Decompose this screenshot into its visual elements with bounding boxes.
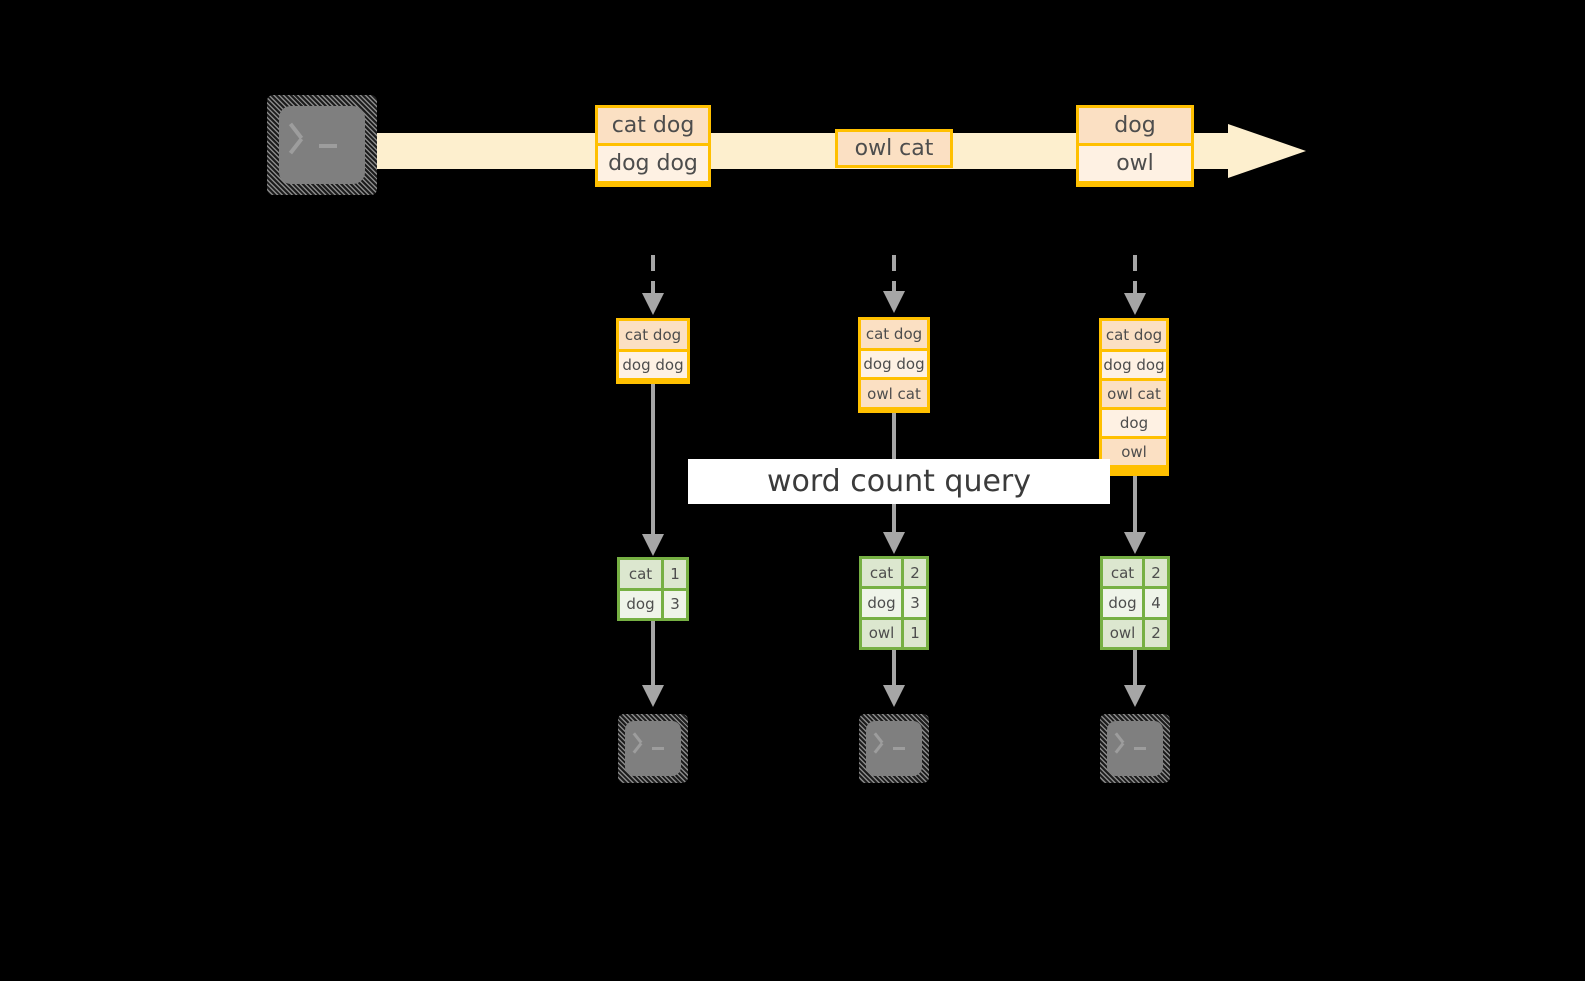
result-count-cell: 2 [1145,619,1167,647]
stream-to-snapshot-arrowhead [642,293,664,315]
result-table[interactable]: cat 1 dog 3 [617,557,689,621]
result-count-cell: 1 [904,619,926,647]
result-word-cell: owl [1103,619,1145,647]
stream-event-line: dog dog [598,143,708,181]
result-count-cell: 3 [904,589,926,617]
source-terminal[interactable] [267,95,377,195]
snapshot-to-result-arrowhead [1124,532,1146,554]
result-to-sink-connector [1133,650,1137,691]
result-table[interactable]: cat 2 dog 4 owl 2 [1100,556,1170,650]
result-word-cell: cat [862,559,904,587]
snapshot-row: dog [1102,407,1166,436]
stream-to-snapshot-arrowhead [1124,293,1146,315]
stream-event-line: owl [1079,143,1191,181]
result-count-cell: 3 [664,590,686,618]
query-label-band: word count query [688,459,1110,504]
stream-event-box[interactable]: dog owl [1076,105,1194,187]
result-row: cat 2 [862,559,926,587]
snapshot-row: cat dog [619,321,687,349]
snapshot-to-result-arrowhead [883,532,905,554]
snapshot-row: owl [1102,436,1166,465]
stream-event-line: dog [1079,108,1191,143]
query-label-text: word count query [766,464,1032,499]
result-row: owl 1 [862,616,926,647]
result-word-cell: dog [1103,589,1145,617]
stream-to-snapshot-connector [892,255,896,298]
result-word-cell: owl [862,619,904,647]
result-row: cat 1 [620,560,686,588]
snapshot-row: dog dog [861,348,927,377]
snapshot-to-result-connector [651,384,655,540]
sink-terminal[interactable] [618,714,688,783]
terminal-cursor-icon [893,747,905,750]
snapshot-table[interactable]: cat dog dog dog owl cat dog owl [1099,318,1169,476]
sink-terminal[interactable] [1100,714,1170,783]
snapshot-row: cat dog [1102,321,1166,349]
result-to-sink-arrowhead [1124,685,1146,707]
result-table[interactable]: cat 2 dog 3 owl 1 [859,556,929,650]
result-word-cell: cat [1103,559,1145,587]
result-count-cell: 1 [664,560,686,588]
snapshot-row: dog dog [619,349,687,378]
result-to-sink-arrowhead [642,685,664,707]
result-word-cell: cat [620,560,664,588]
result-row: dog 3 [620,587,686,618]
result-row: dog 3 [862,586,926,617]
result-word-cell: dog [620,590,664,618]
snapshot-row: cat dog [861,320,927,348]
result-count-cell: 4 [1145,589,1167,617]
stream-to-snapshot-connector [1133,255,1137,300]
stream-to-snapshot-connector [651,255,655,300]
snapshot-to-result-connector [1133,476,1137,540]
result-row: owl 2 [1103,616,1167,647]
result-count-cell: 2 [904,559,926,587]
snapshot-row: owl cat [861,377,927,407]
terminal-cursor-icon [1134,747,1146,750]
result-count-cell: 2 [1145,559,1167,587]
snapshot-row: owl cat [1102,378,1166,407]
stream-arrow-head [1228,124,1306,178]
result-row: cat 2 [1103,559,1167,587]
snapshot-to-result-arrowhead [642,534,664,556]
result-to-sink-connector [892,650,896,691]
snapshot-row: dog dog [1102,349,1166,378]
terminal-cursor-icon [319,144,337,148]
result-to-sink-connector [651,621,655,691]
result-to-sink-arrowhead [883,685,905,707]
stream-to-snapshot-arrowhead [883,291,905,313]
stream-event-line: cat dog [598,108,708,143]
stream-event-line: owl cat [838,132,950,165]
sink-terminal[interactable] [859,714,929,783]
snapshot-table[interactable]: cat dog dog dog owl cat [858,317,930,413]
snapshot-table[interactable]: cat dog dog dog [616,318,690,384]
terminal-cursor-icon [652,747,664,750]
result-word-cell: dog [862,589,904,617]
result-row: dog 4 [1103,586,1167,617]
stream-event-box[interactable]: cat dog dog dog [595,105,711,187]
stream-event-box[interactable]: owl cat [835,129,953,168]
